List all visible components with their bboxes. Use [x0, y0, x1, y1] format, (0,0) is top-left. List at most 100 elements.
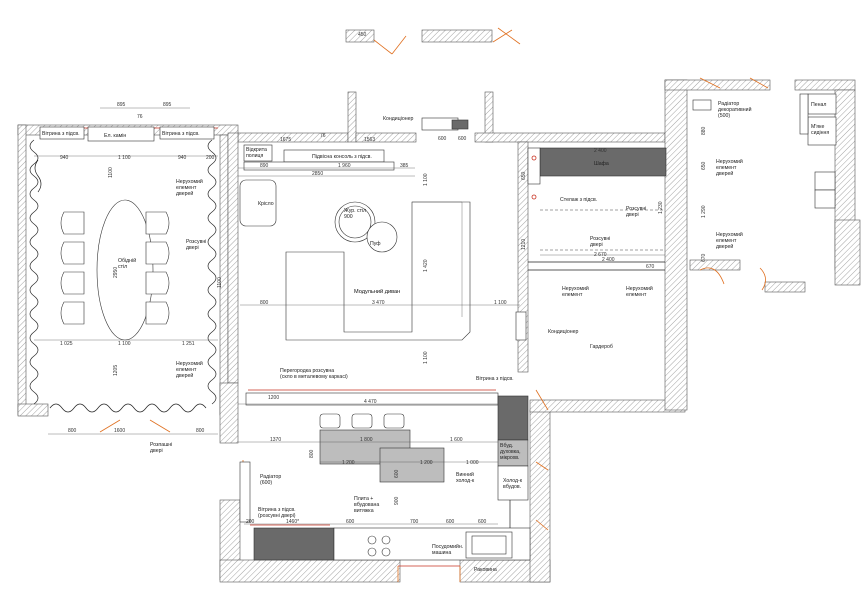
dim-1100a: 1 100: [118, 155, 131, 161]
dim-1200b: 1 200: [342, 460, 355, 466]
dining-room: Ел. камін Вітрина з підсв. Вітрина з під…: [39, 126, 215, 454]
dim-v1230: 1 230: [658, 201, 664, 214]
dim-v1100d: 1 100: [423, 351, 429, 364]
dim-1200a: 1200: [268, 395, 279, 401]
kitchen: Перегородка розсувна(скло в металевому к…: [239, 368, 531, 573]
dim-895b: 895: [163, 102, 172, 108]
pouf: [366, 221, 398, 253]
dim-v1205: 1205: [113, 365, 119, 376]
dishwasher-label: Посудомийн.машина: [432, 543, 463, 556]
dim-1563: 1563: [364, 137, 375, 143]
dim-2670: 2 670: [594, 252, 607, 258]
modular-sofa-label: Модульний диван: [354, 288, 400, 295]
dim-76: 76: [137, 114, 143, 120]
curtains: [29, 139, 217, 413]
wine-fridge: [379, 447, 445, 483]
dim-v1100a: 1100: [108, 167, 114, 178]
hob: [367, 535, 391, 557]
hanging-console-label: Підвісна консоль з підсв.: [312, 154, 372, 160]
dim-600e: 600: [478, 519, 487, 525]
fridge: [497, 465, 529, 501]
oven-label: Вбуд.духовка,мікрохв.: [500, 443, 521, 461]
dim-v670: 670: [701, 253, 707, 262]
dim-v900: 900: [394, 496, 400, 505]
dim-1600b: 1 600: [450, 437, 463, 443]
armchair-label: Крісло: [258, 201, 274, 207]
wardrobe-label: Гардероб: [590, 344, 613, 350]
dim-v600: 600: [394, 469, 400, 478]
vitrine-right-label: Вітрина з підсв.: [162, 131, 200, 137]
dim-1370: 1370: [270, 437, 281, 443]
armchair: [239, 179, 277, 227]
dim-600b: 600: [458, 136, 467, 142]
dim-450: 450: [358, 32, 367, 38]
dim-200a: 200: [206, 155, 215, 161]
ac-top-label: Кондиціонер: [383, 116, 413, 122]
fireplace-label: Ел. камін: [104, 133, 126, 139]
dim-600c: 600: [346, 519, 355, 525]
dim-940b: 940: [178, 155, 187, 161]
fireplace: [87, 126, 155, 142]
dim-1000: 1 000: [466, 460, 479, 466]
sink-label: Раковина: [474, 567, 497, 573]
dim-v2950: 2950: [113, 267, 119, 278]
dim-800c: 800: [260, 300, 269, 306]
partition-label: Перегородка розсувна(скло в металевому к…: [280, 368, 348, 380]
dim-895a: 895: [117, 102, 126, 108]
dim-600d: 600: [446, 519, 455, 525]
chairs-left: [60, 211, 170, 325]
dim-v650b: 650: [701, 161, 707, 170]
pouf-label: Пуф: [370, 241, 381, 247]
dim-1800: 1 800: [360, 437, 373, 443]
wardrobe-shelf-label: Шафа: [594, 161, 609, 167]
wardrobe-shelf: [539, 147, 667, 177]
dim-800a: 800: [68, 428, 77, 434]
rack-label: Стелаж з підсв.: [560, 197, 597, 203]
dim-4470: 4 470: [364, 399, 377, 405]
dim-v1420: 1 420: [423, 259, 429, 272]
dim-3470: 3 470: [372, 300, 385, 306]
dim-940a: 940: [60, 155, 69, 161]
dim-v1100c: 1 100: [423, 173, 429, 186]
dim-800b: 800: [196, 428, 205, 434]
dining-table: [96, 199, 154, 341]
dim-2400b: 2 400: [602, 257, 615, 263]
dim-1460: 1460*: [286, 519, 299, 525]
dim-385: 385: [400, 163, 409, 169]
dim-670: 670: [646, 264, 655, 270]
dim-76b: 76: [320, 133, 326, 139]
dim-1025: 1 025: [60, 341, 73, 347]
dim-890: 890: [260, 163, 269, 169]
dim-600a: 600: [438, 136, 447, 142]
dim-v1100b: 1100: [217, 277, 223, 288]
dim-1960: 1 960: [338, 163, 351, 169]
dim-v1290: 1 290: [701, 205, 707, 218]
dim-1100b: 1 100: [118, 341, 131, 347]
dim-1251: 1 251: [182, 341, 195, 347]
radiator-label: Радіатор(600): [260, 474, 281, 486]
pencil-case-label: Пенал: [811, 102, 826, 108]
dim-2850: 2850: [312, 171, 323, 177]
dim-1675: 1675: [280, 137, 291, 143]
dim-2400a: 2 400: [594, 148, 607, 154]
dim-v800: 800: [309, 449, 315, 458]
